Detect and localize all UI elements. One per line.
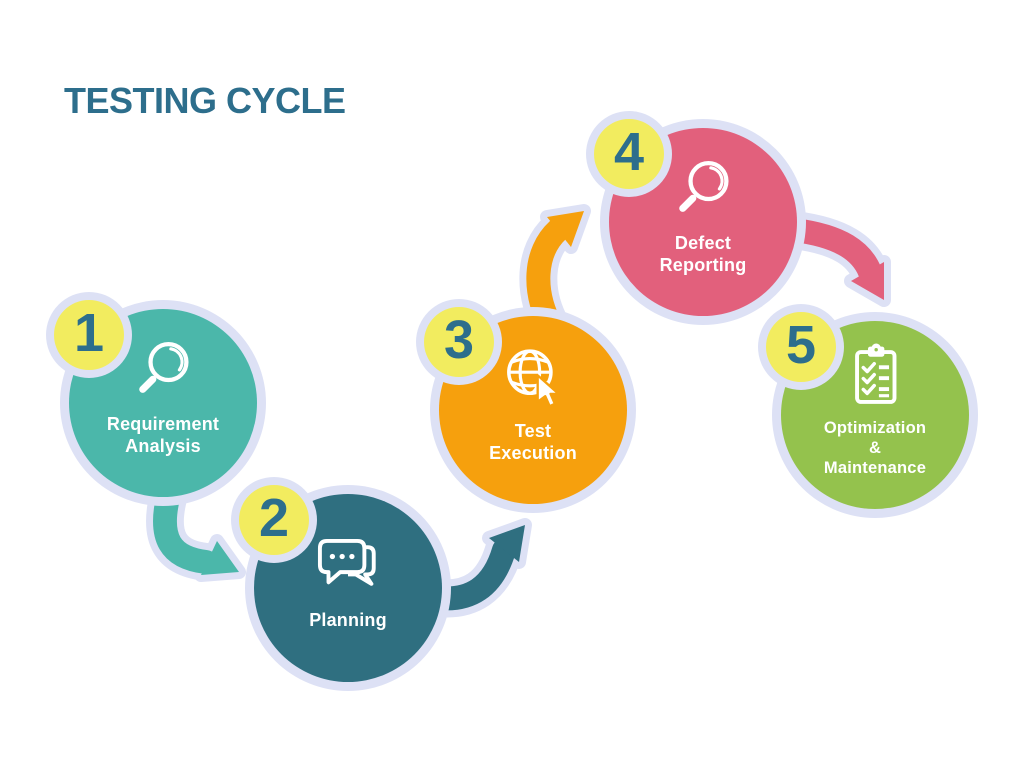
step-number-badge: 1 [46, 292, 132, 378]
step-number-circle: 5 [766, 312, 836, 382]
step-number-badge: 4 [586, 111, 672, 197]
step-ring: Optimization & Maintenance [772, 312, 978, 518]
arrow-step4-to-step5 [775, 211, 891, 307]
step-number: 2 [258, 488, 290, 548]
page-title: TESTING CYCLE [64, 80, 346, 121]
step-label: Defect Reporting [659, 233, 747, 275]
globe-cursor-icon [507, 349, 560, 408]
step-number-circle: 3 [424, 307, 494, 377]
step-test-execution: Test Execution 3 [416, 299, 636, 513]
magnifier-icon [679, 161, 729, 212]
step-number: 3 [443, 310, 475, 370]
step-label: Planning [309, 610, 387, 631]
step-number: 1 [73, 303, 105, 363]
step-label: Requirement Analysis [106, 414, 220, 456]
step-number-circle: 4 [594, 119, 664, 189]
step-number-badge: 5 [758, 304, 844, 390]
step-number: 4 [613, 122, 645, 182]
step-number-circle: 2 [239, 485, 309, 555]
step-defect-reporting: Defect Reporting 4 [586, 111, 806, 325]
chat-bubbles-icon [317, 538, 376, 586]
step-number: 5 [785, 315, 817, 375]
step-number-badge: 3 [416, 299, 502, 385]
step-label: Optimization & Maintenance [823, 418, 927, 478]
step-planning: Planning 2 [231, 477, 451, 691]
step-ring: Planning [245, 485, 451, 691]
step-circle: Planning [254, 494, 442, 682]
magnifier-icon [139, 342, 189, 393]
step-label: Test Execution [489, 421, 577, 463]
step-optimization-maintenance: Optimization & Maintenance 5 [758, 304, 978, 518]
step-number-circle: 1 [54, 300, 124, 370]
checklist-icon [855, 343, 897, 404]
step-number-badge: 2 [231, 477, 317, 563]
step-requirement-analysis: Requirement Analysis 1 [46, 292, 266, 506]
